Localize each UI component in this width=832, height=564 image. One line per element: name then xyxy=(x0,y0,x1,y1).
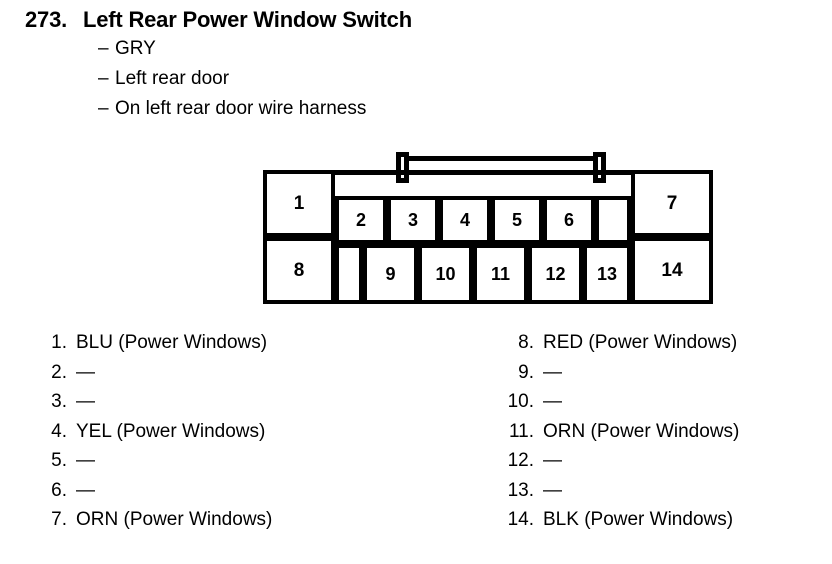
detail-line-location: – Left rear door xyxy=(98,64,805,94)
pin-legend-row: 10. — xyxy=(505,387,739,417)
pin-cell-5: 5 xyxy=(491,196,543,244)
pin-legend-value: — xyxy=(76,450,95,471)
pin-legend-number: 13. xyxy=(507,479,534,501)
detail-line-harness: – On left rear door wire harness xyxy=(98,94,805,124)
pin-legend-value: ORN (Power Windows) xyxy=(76,509,273,530)
pin-cell-1: 1 xyxy=(263,170,335,237)
pin-legend-row: 8. RED (Power Windows) xyxy=(505,328,739,358)
pin-legend-row: 13. — xyxy=(505,476,739,506)
connector-diagram: 1 8 2 3 4 5 6 9 10 11 12 13 7 14 xyxy=(263,152,713,304)
detail-text: On left rear door wire harness xyxy=(115,98,367,119)
pin-legend-row: 3. — xyxy=(38,387,272,417)
latch-slot-left xyxy=(396,152,409,183)
pin-legend-number: 7. xyxy=(51,509,67,530)
pin-legend-row: 11. ORN (Power Windows) xyxy=(505,417,739,447)
detail-text: Left rear door xyxy=(115,68,230,89)
pin-legend-number: 10. xyxy=(507,391,534,412)
header-block: 273. Left Rear Power Window Switch – GRY… xyxy=(25,6,805,124)
detail-text: GRY xyxy=(115,38,156,59)
entry-number: 273. xyxy=(25,7,68,32)
pin-legend-value: — xyxy=(76,361,95,383)
pin-legend-value: — xyxy=(76,391,95,412)
dash-bullet-icon: – xyxy=(98,68,109,89)
dash-bullet-icon: – xyxy=(98,38,109,59)
pin-legend-value: — xyxy=(76,479,95,501)
pin-legend-row: 1. BLU (Power Windows) xyxy=(38,328,272,358)
pin-legend-number: 1. xyxy=(51,332,67,353)
pin-cell-8: 8 xyxy=(263,237,335,304)
pin-legend-number: 3. xyxy=(51,391,67,412)
latch-slot-right xyxy=(593,152,606,183)
pin-cell-14: 14 xyxy=(631,237,713,304)
pin-legend-left-column: 1. BLU (Power Windows) 2. — 3. — 4. YEL (Power … xyxy=(38,328,272,535)
detail-line-color: – GRY xyxy=(98,34,805,64)
pin-legend-value: RED (Power Windows) xyxy=(543,332,738,353)
pin-cell-10: 10 xyxy=(418,244,473,304)
pin-cell-blank-bottom xyxy=(335,244,363,304)
pin-legend-number: 11. xyxy=(508,420,534,442)
pin-cell-6: 6 xyxy=(543,196,595,244)
pin-legend-value: BLU (Power Windows) xyxy=(76,332,268,353)
pin-legend-value: YEL (Power Windows) xyxy=(76,420,266,442)
pin-legend-row: 5. — xyxy=(38,446,272,476)
pin-legend-value: — xyxy=(543,479,562,501)
pin-legend-number: 2. xyxy=(51,361,67,383)
pin-legend-number: 12. xyxy=(507,450,534,471)
pin-cell-11: 11 xyxy=(473,244,528,304)
pin-legend-number: 4. xyxy=(51,420,67,442)
pin-cell-3: 3 xyxy=(387,196,439,244)
pin-legend-number: 6. xyxy=(51,479,67,501)
dash-bullet-icon: – xyxy=(98,98,109,119)
pin-legend-value: — xyxy=(543,450,562,471)
pin-cell-2: 2 xyxy=(335,196,387,244)
pin-legend-number: 14. xyxy=(507,509,534,530)
pin-legend-row: 4. YEL (Power Windows) xyxy=(38,417,272,447)
pin-legend-row: 12. — xyxy=(505,446,739,476)
pin-legend-number: 5. xyxy=(51,450,67,471)
pin-legend-value: — xyxy=(543,391,562,412)
entry-title: Left Rear Power Window Switch xyxy=(83,7,412,32)
pin-cell-12: 12 xyxy=(528,244,583,304)
pin-legend-row: 14. BLK (Power Windows) xyxy=(505,505,739,535)
pin-cell-4: 4 xyxy=(439,196,491,244)
pin-legend-number: 8. xyxy=(518,332,534,353)
pin-legend-row: 2. — xyxy=(38,358,272,388)
pin-legend-value: BLK (Power Windows) xyxy=(543,509,734,530)
pin-legend-value: — xyxy=(543,361,562,383)
pin-cell-13: 13 xyxy=(583,244,631,304)
pin-cell-7: 7 xyxy=(631,170,713,237)
pin-legend-row: 7. ORN (Power Windows) xyxy=(38,505,272,535)
pin-legend-row: 9. — xyxy=(505,358,739,388)
pin-legend-right-column: 8. RED (Power Windows) 9. — 10. — 11. ORN (Powe… xyxy=(505,328,740,535)
pin-cell-9: 9 xyxy=(363,244,418,304)
pin-legend-row: 6. — xyxy=(38,476,272,506)
page-title: 273. Left Rear Power Window Switch xyxy=(25,6,805,34)
pin-cell-blank-top xyxy=(595,196,631,244)
pin-legend: 1. BLU (Power Windows) 2. — 3. — 4. YEL (Power … xyxy=(0,328,832,548)
pin-legend-number: 9. xyxy=(518,361,534,383)
pin-legend-value: ORN (Power Windows) xyxy=(543,420,740,442)
